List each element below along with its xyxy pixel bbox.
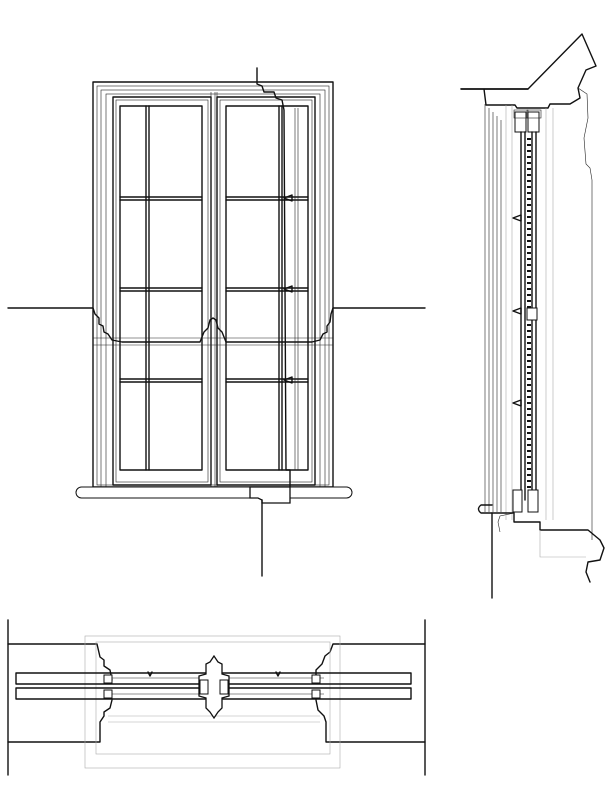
elevation-section-cut — [256, 67, 291, 489]
plan-right-masonry — [315, 643, 426, 743]
elevation-right-leaf — [216, 96, 316, 486]
elevation-sill — [75, 486, 353, 499]
section-head-moulding — [460, 33, 597, 109]
section-sill — [477, 504, 605, 583]
vertical-section — [460, 33, 605, 599]
horizontal-section — [7, 619, 426, 776]
plan-central-mullion — [198, 654, 230, 720]
elevation-outer-casing — [92, 81, 334, 488]
elevation-left-leaf — [112, 96, 212, 486]
elevation-horizontal-cut — [7, 307, 426, 343]
plan-left-masonry — [7, 643, 113, 743]
front-elevation — [7, 67, 426, 577]
